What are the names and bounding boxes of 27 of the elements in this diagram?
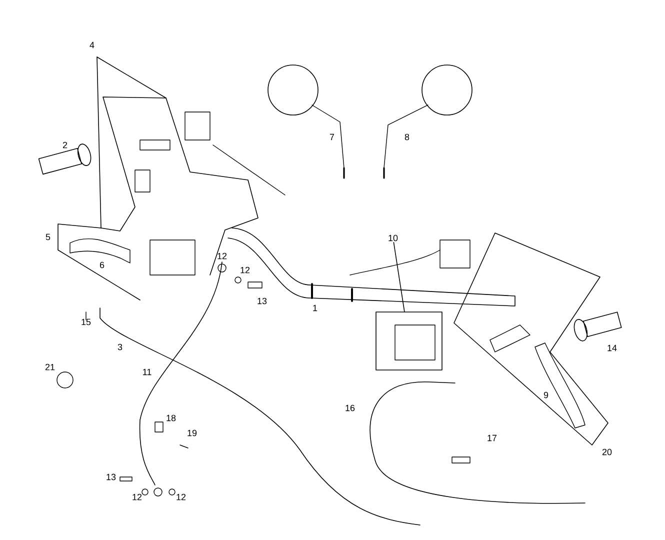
callout-number: 5 (46, 234, 50, 240)
callout-number: 2 (62, 142, 68, 148)
callout-number: 12 (218, 252, 227, 260)
callout-number: 11 (143, 368, 152, 376)
callout-number: 20 (602, 448, 612, 456)
callout-number: 15 (82, 318, 91, 326)
callout-number: 1 (313, 304, 318, 312)
callout-number: 3 (118, 344, 122, 350)
callout-number: 9 (544, 392, 548, 398)
callout-number: 4 (90, 42, 94, 48)
callout-number: 12 (240, 266, 250, 274)
callout-number: 12 (132, 494, 142, 500)
callout-number: 21 (45, 364, 55, 370)
callout-number: 7 (330, 134, 334, 140)
leader-line (393, 242, 405, 312)
callout-number: 14 (608, 344, 617, 352)
callout-number: 13 (106, 474, 116, 480)
callout-number: 10 (388, 234, 398, 242)
callout-number: 6 (100, 262, 104, 268)
callout-number: 13 (258, 298, 267, 304)
callout-number: 19 (188, 430, 197, 436)
callout-number: 16 (346, 404, 355, 412)
callout-number: 18 (166, 414, 176, 422)
callout-number: 12 (176, 494, 186, 500)
callout-number: 17 (488, 434, 497, 442)
inset-box (376, 312, 442, 370)
callout-number: 8 (404, 134, 410, 140)
